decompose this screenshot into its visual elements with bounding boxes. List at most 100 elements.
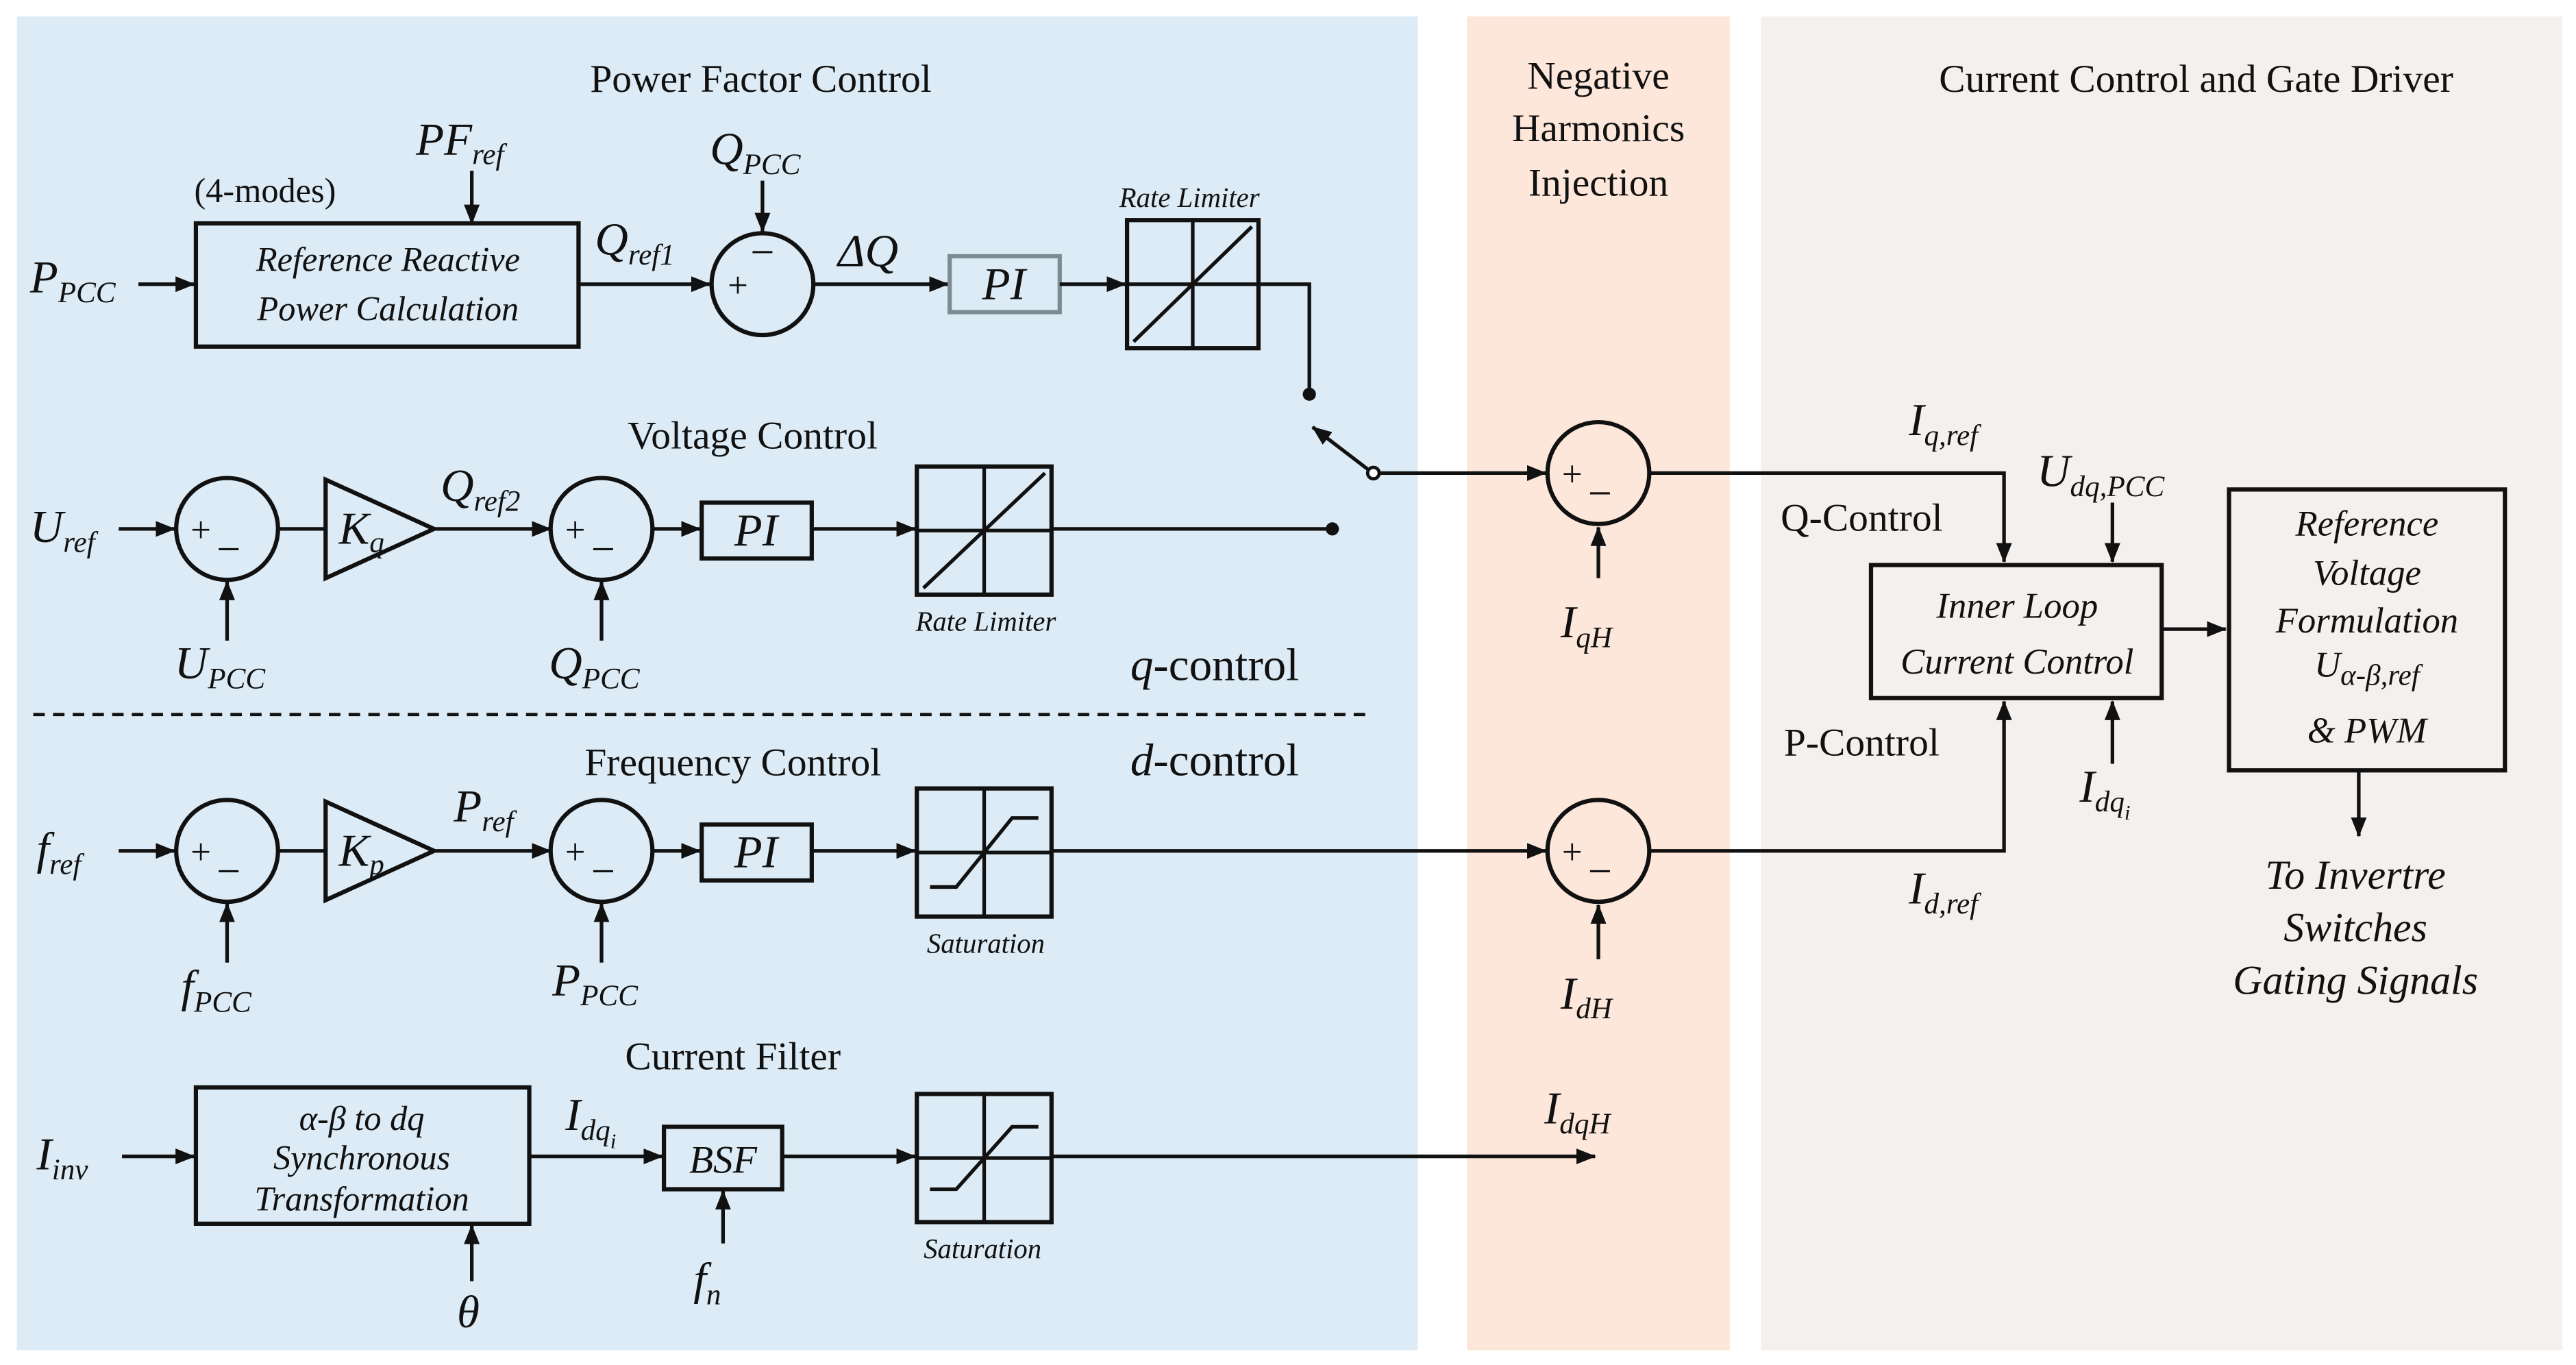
- f-ref-label: fref: [36, 823, 84, 881]
- p-pcc-subscript: PCC: [58, 277, 116, 309]
- idqi-subscript: dq: [581, 1115, 610, 1147]
- reference-reactive-block-line-1: Reference Reactive: [256, 241, 520, 279]
- rate-limiter-label: Rate Limiter: [915, 606, 1056, 637]
- voltage-control-title: Voltage Control: [628, 414, 878, 457]
- fn-label: fn: [693, 1253, 721, 1311]
- inner-loop-line-2: Current Control: [1900, 642, 2133, 682]
- harmonics-injection: + − IqH + − IdH: [1545, 419, 1652, 1025]
- transformation-block-line-2: Synchronous: [273, 1139, 450, 1177]
- pwm-label: & PWM: [2307, 711, 2429, 750]
- iqh-subscript: qH: [1576, 622, 1614, 654]
- iq-ref-symbol: I: [1908, 394, 1926, 445]
- sum-minus-sign: −: [216, 526, 240, 573]
- pf-output-signal: [1258, 282, 1311, 395]
- id-ref-signal: [1649, 700, 2012, 853]
- q-pcc-label-top: QPCC: [710, 123, 802, 181]
- idqi-sub-subscript: i: [2125, 800, 2131, 824]
- kp-symbol: K: [338, 824, 371, 876]
- power-factor-title: Power Factor Control: [590, 58, 931, 101]
- p-control-side-label: P-Control: [1784, 722, 1940, 765]
- kp-subscript: p: [367, 848, 384, 881]
- f-ref-subscript: ref: [49, 848, 84, 881]
- q-ref2-label: Qref2: [441, 460, 520, 517]
- rate-limiter-block: [915, 464, 1054, 597]
- u-ref-symbol: U: [30, 501, 66, 552]
- delta-q-label: ΔQ: [836, 225, 898, 276]
- saturation-label: Saturation: [927, 928, 1045, 959]
- switch-blade: [1311, 426, 1370, 471]
- reactive-power-sum-junction: [709, 231, 816, 338]
- iq-ref-subscript: q,ref: [1924, 420, 1981, 452]
- sum-plus-sign: +: [728, 266, 748, 306]
- pf-ref-subscript: ref: [472, 139, 507, 171]
- rate-limiter-block: [1124, 218, 1261, 351]
- inner-loop-current-control-block: [1868, 563, 2164, 700]
- udq-pcc-symbol: U: [2037, 445, 2073, 497]
- iqh-symbol: I: [1560, 596, 1578, 648]
- sum-minus-sign: −: [591, 848, 615, 895]
- id-ref-subscript: d,ref: [1924, 888, 1981, 920]
- ref-voltage-line-3: Formulation: [2275, 601, 2459, 641]
- sum-plus-sign: +: [565, 833, 586, 872]
- switch-contact-pf: [1302, 387, 1316, 401]
- i-inv-subscript: inv: [52, 1154, 89, 1186]
- kp-gain-label: Kp: [338, 824, 384, 881]
- udq-pcc-label: Udq,PCC: [2037, 445, 2165, 503]
- pi-controller-label: PI: [982, 258, 1028, 309]
- q-control-variable: q: [1130, 639, 1154, 690]
- modes-label: (4-modes): [195, 171, 336, 210]
- fn-subscript: n: [706, 1279, 721, 1311]
- q-pcc-symbol: Q: [710, 123, 743, 175]
- sum-plus-sign: +: [1562, 833, 1583, 872]
- u-alpha-beta-subscript: α-β,ref: [2340, 660, 2423, 692]
- u-pcc-label: UPCC: [175, 637, 267, 695]
- sum-minus-sign: −: [216, 848, 240, 895]
- kq-gain-block: [323, 476, 440, 582]
- idh-subscript: dH: [1576, 993, 1614, 1025]
- sum-plus-sign: +: [190, 511, 211, 550]
- sum-plus-sign: +: [565, 511, 586, 550]
- output-line-3: Gating Signals: [2233, 957, 2478, 1003]
- q-control-side-label: Q-Control: [1781, 496, 1942, 539]
- idqi-symbol: I: [565, 1089, 582, 1140]
- idqh-subscript: dqH: [1559, 1108, 1612, 1140]
- kq-symbol: K: [338, 502, 371, 554]
- bsf-label: BSF: [689, 1139, 758, 1182]
- idqi-label-control: Idqi: [2079, 761, 2130, 824]
- idqh-label: IdqH: [1544, 1083, 1612, 1140]
- output-line-2: Switches: [2283, 905, 2427, 950]
- sum-minus-sign: −: [591, 526, 615, 573]
- u-pcc-subscript: PCC: [207, 663, 266, 695]
- u-alpha-beta-symbol: U: [2314, 645, 2342, 685]
- q-pcc-label: QPCC: [549, 637, 641, 695]
- d-control-variable: d: [1130, 734, 1154, 785]
- q-ref1-subscript: ref1: [628, 239, 675, 271]
- sum-plus-sign: +: [190, 833, 211, 872]
- id-harmonic-sum-junction: [1545, 798, 1652, 905]
- transformation-block-line-3: Transformation: [254, 1180, 469, 1218]
- harmonics-title-line-2: Harmonics: [1512, 107, 1685, 150]
- idqi-symbol: I: [2079, 761, 2096, 812]
- harmonics-title-line-3: Injection: [1528, 161, 1668, 204]
- idqi-subscript: dq: [2095, 786, 2125, 818]
- iqh-label: IqH: [1560, 596, 1614, 654]
- p-pcc-subscript: PCC: [580, 980, 639, 1012]
- f-pcc-subscript: PCC: [193, 987, 252, 1019]
- saturation-curve: [930, 816, 1039, 889]
- pf-ref-label: PFref: [415, 113, 507, 171]
- u-pcc-symbol: U: [175, 637, 211, 689]
- i-inv-label: Iinv: [36, 1129, 88, 1186]
- d-control-label: d-control: [1130, 734, 1299, 785]
- inner-loop-line-1: Inner Loop: [1935, 586, 2098, 626]
- switch-contact-vc: [1326, 522, 1339, 536]
- current-control-title: Current Control and Gate Driver: [1939, 58, 2453, 101]
- current-filter-row: Current Filter Iinv α-β to dq Synchronou…: [36, 1035, 1612, 1338]
- iq-harmonic-sum-junction: [1545, 419, 1652, 526]
- p-ref-symbol: P: [453, 780, 482, 832]
- kp-gain-block: [323, 798, 440, 904]
- d-control-text: -control: [1153, 734, 1298, 785]
- p-pcc-symbol: P: [29, 251, 58, 303]
- sum-minus-sign: −: [750, 228, 774, 275]
- iq-ref-signal: [1649, 471, 2012, 563]
